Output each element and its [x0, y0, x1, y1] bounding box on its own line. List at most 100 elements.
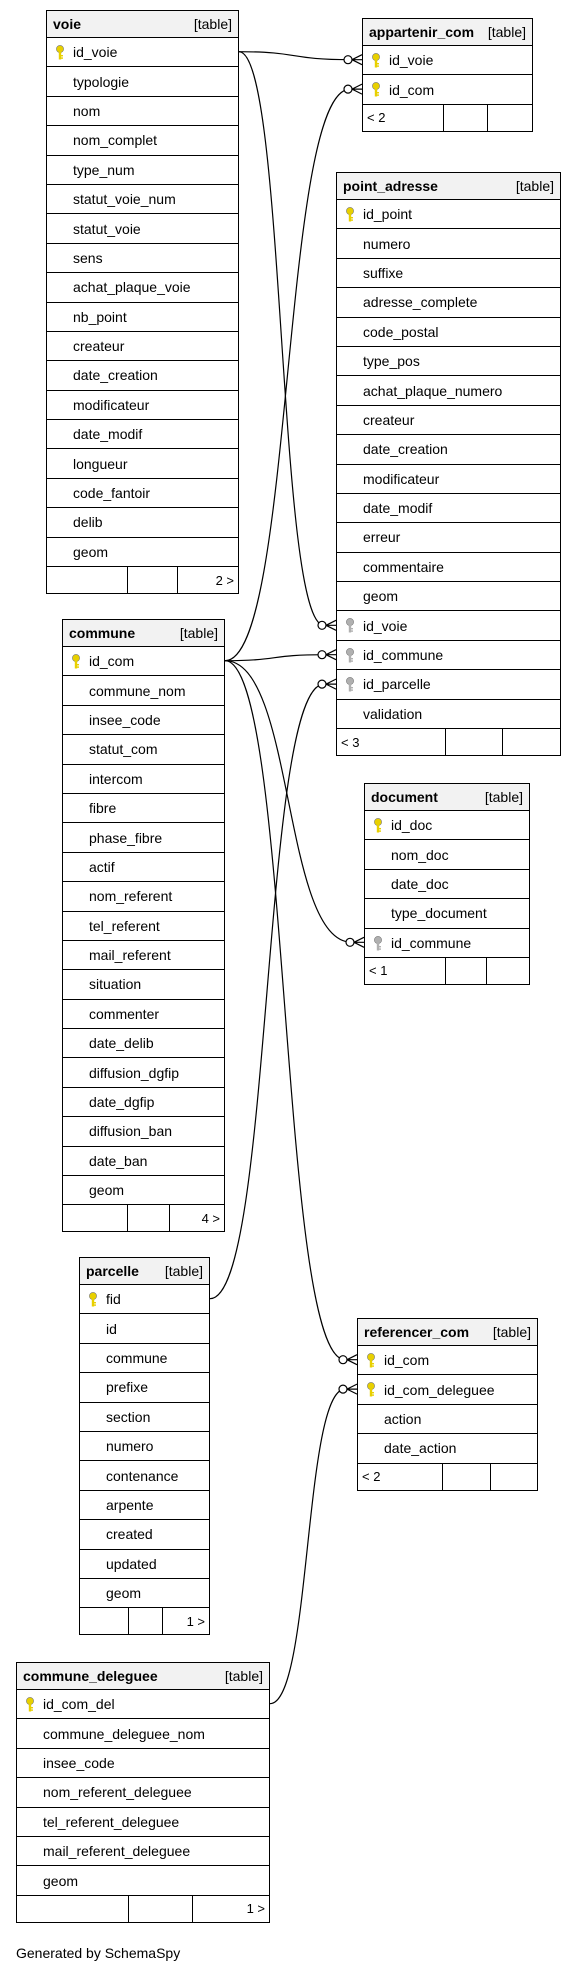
column-row[interactable]: date_modif	[47, 420, 238, 450]
column-row[interactable]: achat_plaque_numero	[337, 376, 560, 406]
column-row[interactable]: diffusion_ban	[63, 1117, 224, 1147]
footer-cell[interactable]: < 2	[363, 104, 444, 131]
column-row[interactable]: id_parcelle	[337, 670, 560, 700]
column-row[interactable]: id_com_del	[17, 1690, 269, 1720]
column-row[interactable]: id_com	[63, 647, 224, 677]
table-header[interactable]: referencer_com[table]	[358, 1319, 537, 1346]
column-row[interactable]: id_com_deleguee	[358, 1375, 537, 1405]
column-row[interactable]: date_creation	[337, 435, 560, 465]
column-row[interactable]: updated	[80, 1550, 209, 1579]
column-row[interactable]: modificateur	[337, 465, 560, 494]
column-row[interactable]: numero	[337, 229, 560, 259]
column-row[interactable]: type_document	[365, 899, 529, 929]
column-row[interactable]: fibre	[63, 794, 224, 824]
column-row[interactable]: action	[358, 1405, 537, 1435]
column-row[interactable]: adresse_complete	[337, 288, 560, 318]
table-header[interactable]: point_adresse[table]	[337, 173, 560, 200]
column-row[interactable]: code_fantoir	[47, 479, 238, 509]
footer-cell[interactable]: < 2	[358, 1463, 443, 1490]
column-row[interactable]: insee_code	[63, 706, 224, 736]
column-row[interactable]: insee_code	[17, 1749, 269, 1779]
column-row[interactable]: achat_plaque_voie	[47, 273, 238, 303]
column-row[interactable]: date_dgfip	[63, 1088, 224, 1118]
column-row[interactable]: nom_referent	[63, 882, 224, 912]
footer-cell[interactable]: < 1	[365, 957, 446, 984]
column-row[interactable]: actif	[63, 853, 224, 883]
column-row[interactable]: diffusion_dgfip	[63, 1058, 224, 1088]
column-row[interactable]: contenance	[80, 1461, 209, 1491]
column-row[interactable]: type_pos	[337, 347, 560, 377]
column-row[interactable]: geom	[80, 1579, 209, 1609]
column-row[interactable]: suffixe	[337, 259, 560, 289]
column-row[interactable]: createur	[337, 406, 560, 436]
table-header[interactable]: commune[table]	[63, 620, 224, 647]
column-row[interactable]: prefixe	[80, 1373, 209, 1403]
column-row[interactable]: commune_deleguee_nom	[17, 1719, 269, 1749]
column-row[interactable]: geom	[47, 538, 238, 568]
column-row[interactable]: phase_fibre	[63, 823, 224, 853]
column-row[interactable]: statut_com	[63, 735, 224, 765]
column-row[interactable]: tel_referent_deleguee	[17, 1808, 269, 1837]
column-row[interactable]: code_postal	[337, 318, 560, 347]
column-row[interactable]: id_doc	[365, 811, 529, 841]
column-row[interactable]: nom_complet	[47, 126, 238, 156]
column-row[interactable]: id_com	[358, 1346, 537, 1376]
column-row[interactable]: id_point	[337, 200, 560, 230]
column-row[interactable]: date_action	[358, 1434, 537, 1464]
column-row[interactable]: statut_voie_num	[47, 185, 238, 215]
column-row[interactable]: commentaire	[337, 553, 560, 583]
column-row[interactable]: sens	[47, 244, 238, 274]
table-header[interactable]: parcelle[table]	[80, 1258, 209, 1285]
column-row[interactable]: geom	[63, 1176, 224, 1206]
column-row[interactable]: id	[80, 1314, 209, 1344]
column-row[interactable]: date_modif	[337, 494, 560, 524]
column-row[interactable]: nom_referent_deleguee	[17, 1778, 269, 1808]
column-row[interactable]: modificateur	[47, 391, 238, 421]
column-row[interactable]: erreur	[337, 523, 560, 553]
column-row[interactable]: commune	[80, 1344, 209, 1374]
column-row[interactable]: geom	[337, 582, 560, 612]
table-header[interactable]: appartenir_com[table]	[363, 19, 532, 46]
column-row[interactable]: validation	[337, 700, 560, 730]
table-header[interactable]: document[table]	[365, 784, 529, 811]
footer-cell[interactable]: 2 >	[215, 572, 234, 588]
column-row[interactable]: type_num	[47, 156, 238, 185]
column-row[interactable]: id_commune	[337, 641, 560, 671]
column-row[interactable]: section	[80, 1403, 209, 1432]
table-header[interactable]: commune_deleguee[table]	[17, 1663, 269, 1690]
table-header[interactable]: voie[table]	[47, 11, 238, 38]
column-row[interactable]: created	[80, 1520, 209, 1550]
column-row[interactable]: createur	[47, 332, 238, 362]
column-row[interactable]: date_delib	[63, 1029, 224, 1059]
column-row[interactable]: numero	[80, 1432, 209, 1462]
column-row[interactable]: date_ban	[63, 1147, 224, 1177]
column-row[interactable]: id_com	[363, 75, 532, 105]
column-row[interactable]: situation	[63, 970, 224, 1000]
footer-cell[interactable]: 1 >	[186, 1613, 205, 1629]
column-row[interactable]: mail_referent_deleguee	[17, 1837, 269, 1867]
column-row[interactable]: commune_nom	[63, 676, 224, 706]
column-row[interactable]: id_voie	[337, 611, 560, 641]
column-row[interactable]: nb_point	[47, 303, 238, 332]
column-row[interactable]: longueur	[47, 449, 238, 479]
column-row[interactable]: statut_voie	[47, 214, 238, 244]
column-row[interactable]: nom_doc	[365, 840, 529, 870]
footer-cell[interactable]: 1 >	[246, 1901, 265, 1917]
column-row[interactable]: id_voie	[47, 38, 238, 68]
column-row[interactable]: id_commune	[365, 929, 529, 958]
column-row[interactable]: nom	[47, 97, 238, 127]
column-row[interactable]: mail_referent	[63, 941, 224, 971]
column-row[interactable]: geom	[17, 1866, 269, 1896]
column-row[interactable]: typologie	[47, 67, 238, 97]
column-row[interactable]: intercom	[63, 765, 224, 794]
column-row[interactable]: commenter	[63, 1000, 224, 1030]
column-row[interactable]: tel_referent	[63, 912, 224, 941]
footer-cell[interactable]: 4 >	[201, 1210, 220, 1226]
footer-cell[interactable]: < 3	[337, 729, 446, 756]
column-row[interactable]: fid	[80, 1285, 209, 1315]
column-row[interactable]: arpente	[80, 1491, 209, 1521]
column-row[interactable]: date_creation	[47, 361, 238, 391]
column-row[interactable]: id_voie	[363, 46, 532, 76]
column-row[interactable]: delib	[47, 508, 238, 538]
column-row[interactable]: date_doc	[365, 870, 529, 900]
